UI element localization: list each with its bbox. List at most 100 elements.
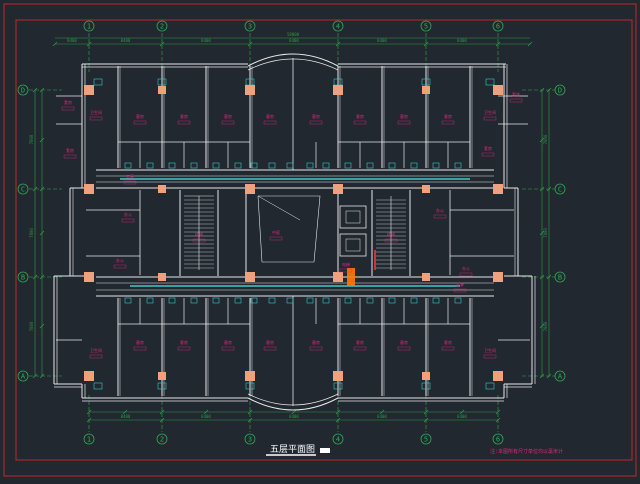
axis-bubble (492, 433, 504, 445)
axis-label: 4 (336, 23, 340, 31)
dimension-tick (379, 409, 385, 415)
dimension-tick (459, 409, 465, 415)
room-area-tag (339, 268, 353, 273)
room-area-tag (483, 116, 497, 121)
dimension-tick (546, 87, 552, 93)
window-mark-top (485, 78, 495, 86)
dimension-tick (247, 41, 253, 47)
dimension-text: 8400 (121, 38, 131, 43)
window-mark-bottom (421, 382, 431, 390)
room-label: 客房 (400, 113, 408, 119)
dimension-tick (159, 41, 165, 47)
structural-column (422, 86, 430, 94)
door-swing-upper (268, 162, 276, 169)
room-area-tag (453, 288, 467, 293)
dimension-tick (247, 417, 253, 423)
elevator-shaft (339, 233, 367, 257)
room-label: 客房 (356, 339, 364, 345)
dimension-text: 8400 (457, 38, 467, 43)
dimension-tick (39, 87, 45, 93)
door-swing-upper (250, 162, 258, 169)
room-label: 客房 (312, 339, 320, 345)
door-swing-upper (286, 162, 294, 169)
axis-bubble (420, 20, 432, 32)
axis-bubble (332, 20, 344, 32)
structural-column (84, 184, 94, 194)
dimension-tick (39, 230, 45, 236)
structural-column (493, 371, 503, 381)
door-swing-upper (124, 162, 132, 169)
room-area-tag (441, 120, 455, 125)
dimension-text: 8400 (201, 38, 211, 43)
axis-label: 5 (424, 23, 428, 31)
window-mark-top (421, 78, 431, 86)
room-label: 办公 (124, 211, 132, 217)
axis-label: 1 (87, 23, 91, 31)
axis-bubble (554, 84, 566, 96)
axis-label: D (21, 87, 25, 95)
dimension-tick (39, 373, 45, 379)
axis-bubble (554, 271, 566, 283)
room-label: 办公 (462, 265, 470, 271)
window-mark-bottom (245, 382, 255, 390)
window-mark-bottom (485, 382, 495, 390)
room-label: 电梯 (342, 261, 350, 267)
dimension-text: 7800 (543, 321, 548, 331)
axis-bubble (83, 20, 95, 32)
room-area-tag (353, 120, 367, 125)
structural-column (333, 184, 343, 194)
axis-bubble (492, 20, 504, 32)
structural-column (245, 184, 255, 194)
axis-bubble (17, 183, 29, 195)
curved-wall-top (247, 53, 339, 67)
dimension-tick (86, 409, 92, 415)
room-area-tag (263, 346, 277, 351)
door-swing-lower (250, 297, 258, 304)
dimension-text: 8400 (121, 414, 131, 419)
door-swing-upper (234, 162, 242, 169)
overall-dimension-text: 58800 (287, 32, 300, 37)
dimension-text: 7800 (543, 134, 548, 144)
room-area-tag (177, 120, 191, 125)
scale-mark (320, 448, 330, 453)
door-swing-upper (168, 162, 176, 169)
dimension-tick (39, 323, 45, 329)
room-area-tag (221, 120, 235, 125)
axis-label: A (558, 373, 563, 381)
axis-bubble (554, 183, 566, 195)
axis-label: 2 (160, 436, 164, 444)
axis-label: C (558, 186, 562, 194)
door-swing-upper (212, 162, 220, 169)
structural-column (493, 85, 503, 95)
room-label: 客房 (224, 113, 232, 119)
room-area-tag (133, 346, 147, 351)
structural-column (422, 372, 430, 380)
dimension-tick (86, 417, 92, 423)
axis-label: 6 (496, 436, 500, 444)
dimension-text: 7800 (29, 321, 34, 331)
dimension-tick (423, 409, 429, 415)
room-area-tag (123, 180, 137, 185)
structural-column (158, 86, 166, 94)
dimension-tick (539, 186, 545, 192)
structural-column (422, 185, 430, 193)
room-label: 卫生间 (90, 109, 102, 115)
room-labels: 客房客房客房客房客房客房客房客房客房客房客房客房客房客房客房客房卫生间卫生间卫生… (61, 91, 523, 359)
window-mark-bottom (157, 382, 167, 390)
door-swing-lower (306, 297, 314, 304)
structural-column (158, 372, 166, 380)
dimension-tick (32, 186, 38, 192)
dimension-tick (39, 274, 45, 280)
room-area-tag (481, 152, 495, 157)
room-label: 客房 (266, 339, 274, 345)
axis-bubble (554, 370, 566, 382)
dimension-text: 7800 (29, 134, 34, 144)
room-area-tag (177, 346, 191, 351)
axis-label: C (21, 186, 25, 194)
dimension-tick (291, 409, 297, 415)
dimension-tick (546, 373, 552, 379)
structural-column (84, 371, 94, 381)
room-label: 客房 (224, 339, 232, 345)
atrium-void (257, 195, 321, 263)
door-swing-upper (146, 162, 154, 169)
